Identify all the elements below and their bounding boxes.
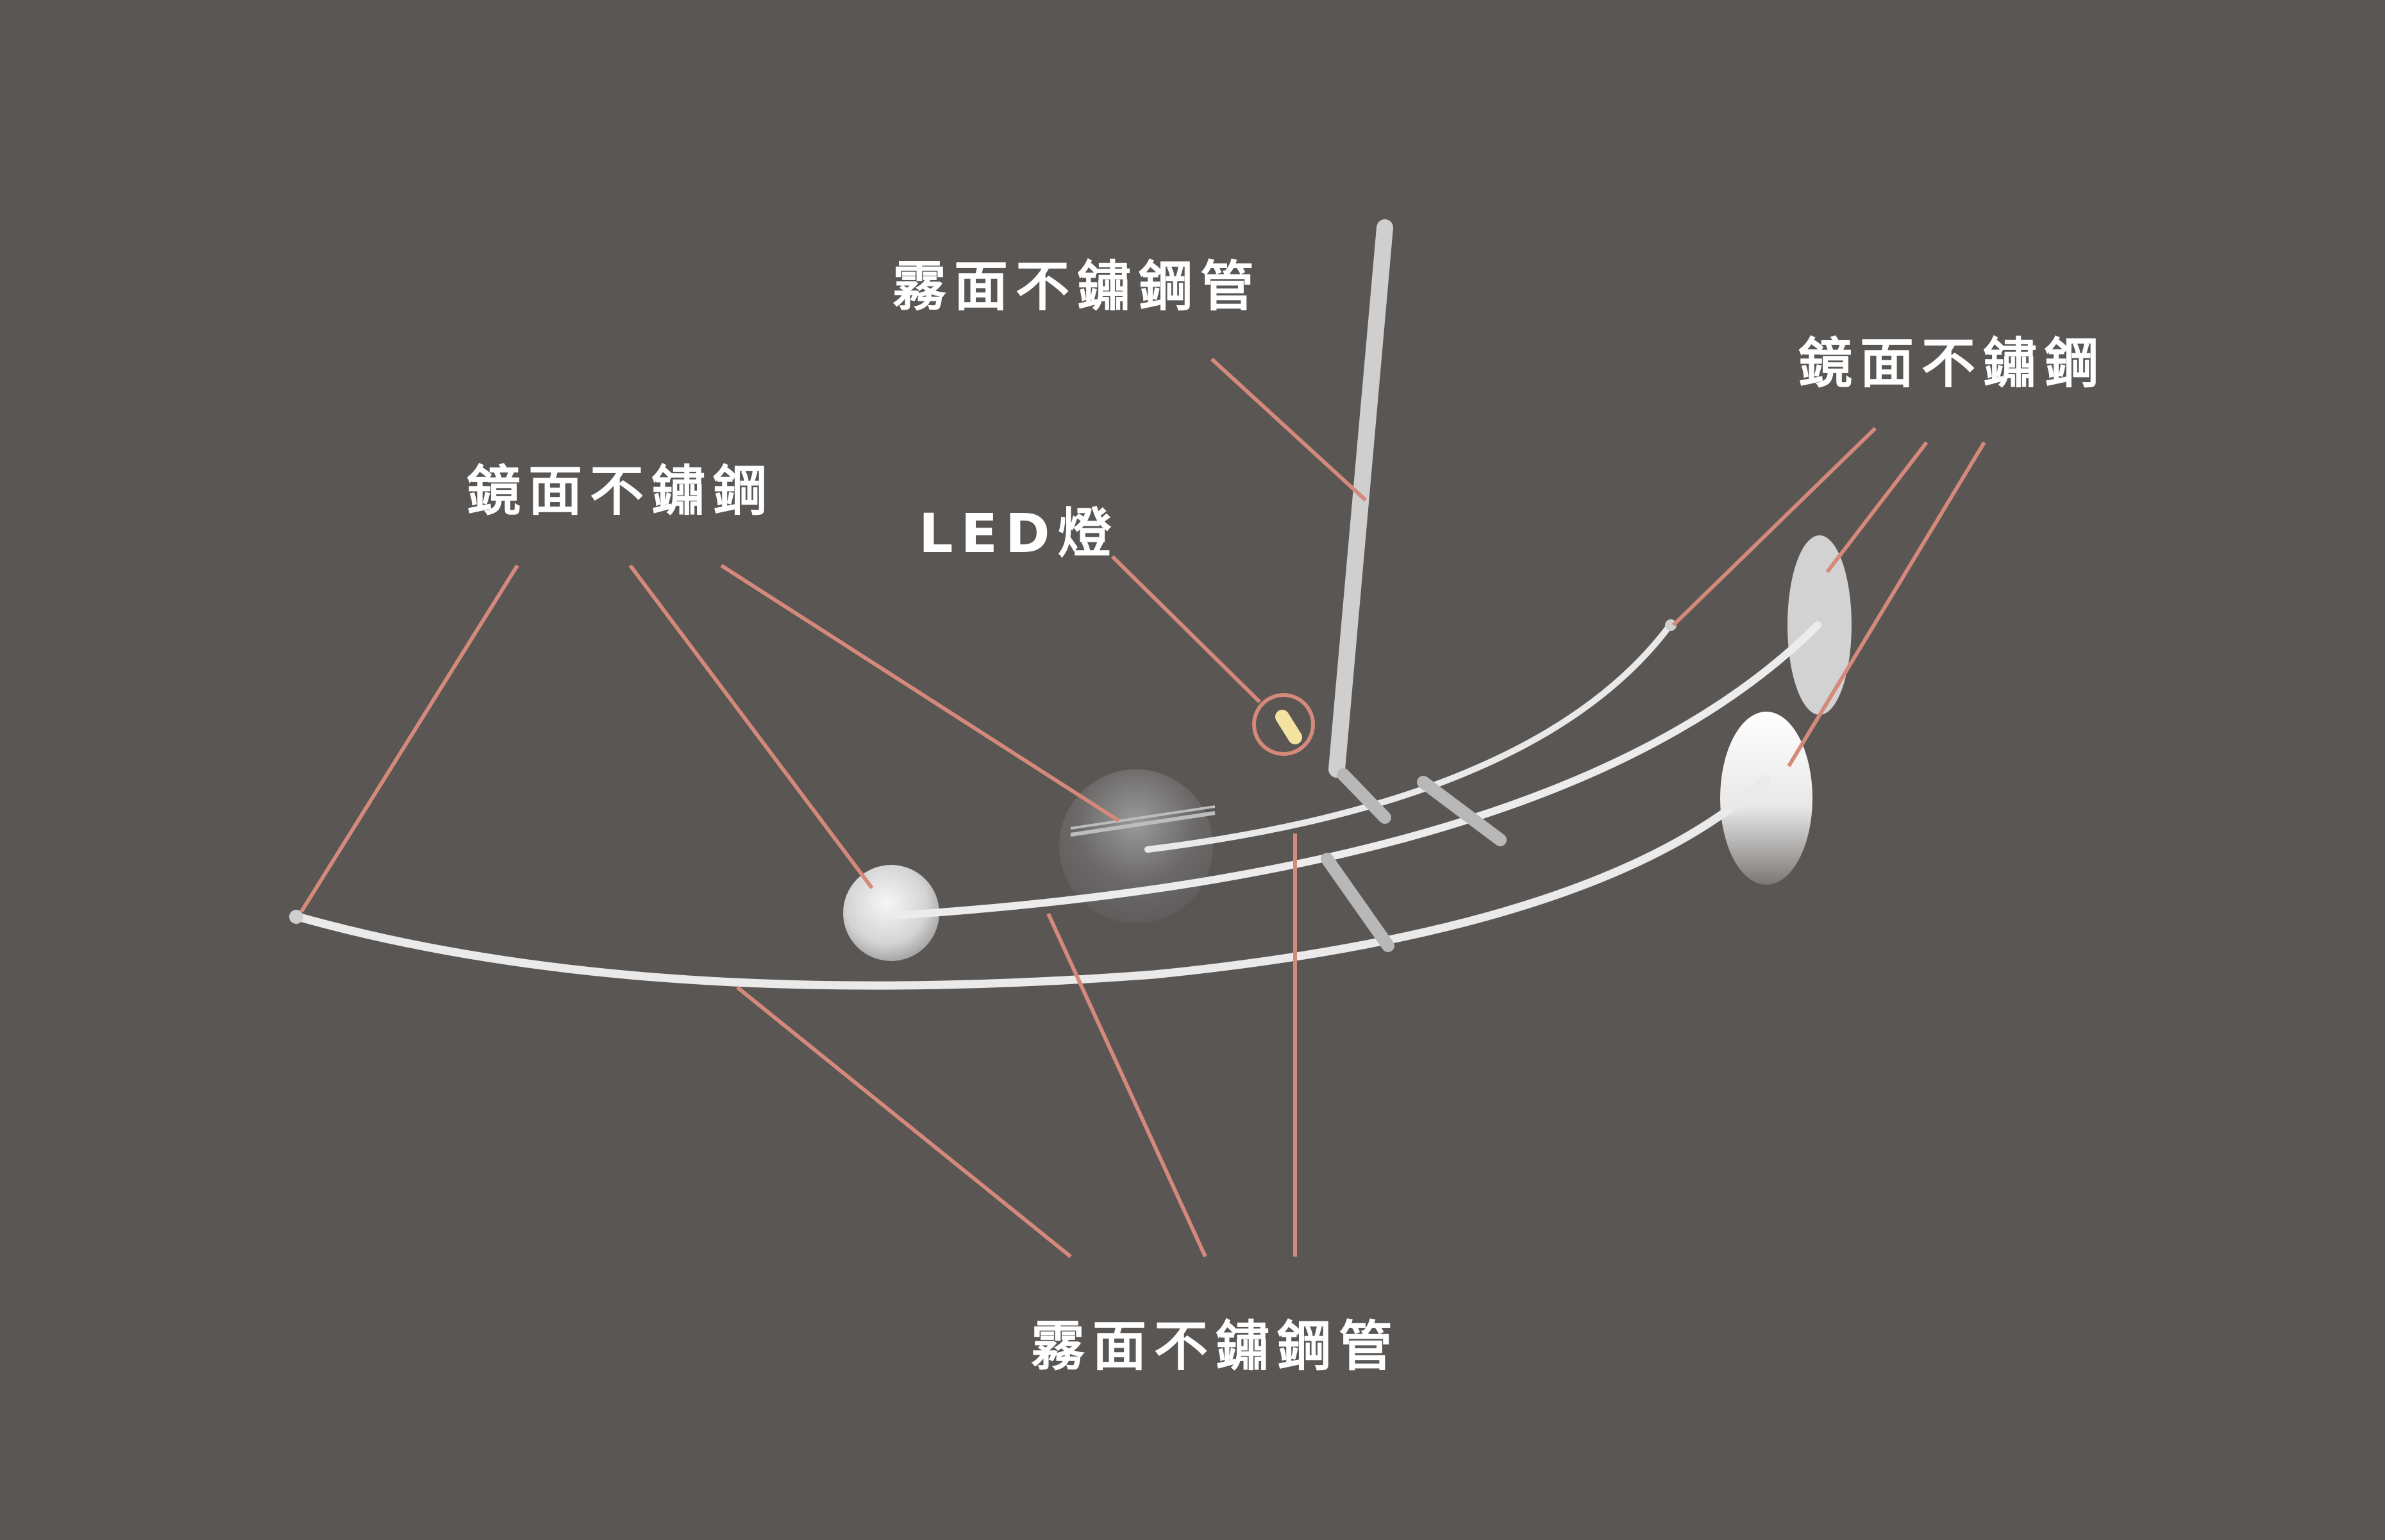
led-light bbox=[1275, 710, 1302, 744]
leader-line-top-tube bbox=[1210, 357, 1368, 502]
mirror-disc-right bbox=[1720, 712, 1812, 885]
leader-line-right-mirror-1 bbox=[1671, 426, 1877, 627]
disc-stripe bbox=[1070, 811, 1216, 837]
curved-tube-bottom bbox=[294, 774, 1771, 990]
label-top-tube: 霧面不鏽鋼管 bbox=[892, 255, 1262, 318]
label-top-right-mirror: 鏡面不鏽鋼 bbox=[1798, 332, 2107, 395]
leader-line-left-mirror-2 bbox=[628, 564, 874, 889]
mirror-disc-left bbox=[843, 865, 939, 961]
curved-tube-top bbox=[1144, 622, 1673, 853]
label-led: LED燈 bbox=[919, 502, 1119, 565]
leader-lines bbox=[299, 357, 1986, 1259]
vertical-hanging-tube bbox=[1328, 219, 1393, 778]
cross-connector bbox=[1417, 776, 1507, 846]
cross-connector bbox=[1337, 768, 1391, 824]
leader-line-bottom-tube-1 bbox=[736, 985, 1072, 1259]
label-bottom-tube: 霧面不鏽鋼管 bbox=[1031, 1315, 1401, 1378]
leader-line-led bbox=[1110, 555, 1262, 704]
tube-end-cap-left bbox=[289, 910, 303, 924]
led-highlight-ring bbox=[1252, 693, 1315, 756]
leader-line-left-mirror-3 bbox=[720, 564, 1120, 823]
leader-line-right-mirror-2 bbox=[1825, 441, 1929, 573]
label-left-mirror: 鏡面不鏽鋼 bbox=[467, 460, 775, 523]
curved-tube-middle bbox=[891, 621, 1821, 919]
cross-connector bbox=[1321, 853, 1394, 952]
disc-stripe bbox=[1070, 805, 1216, 830]
leader-line-bottom-tube-2 bbox=[1046, 912, 1207, 1258]
leader-line-left-mirror-1 bbox=[299, 564, 519, 913]
leader-line-right-mirror-3 bbox=[1787, 441, 1986, 767]
